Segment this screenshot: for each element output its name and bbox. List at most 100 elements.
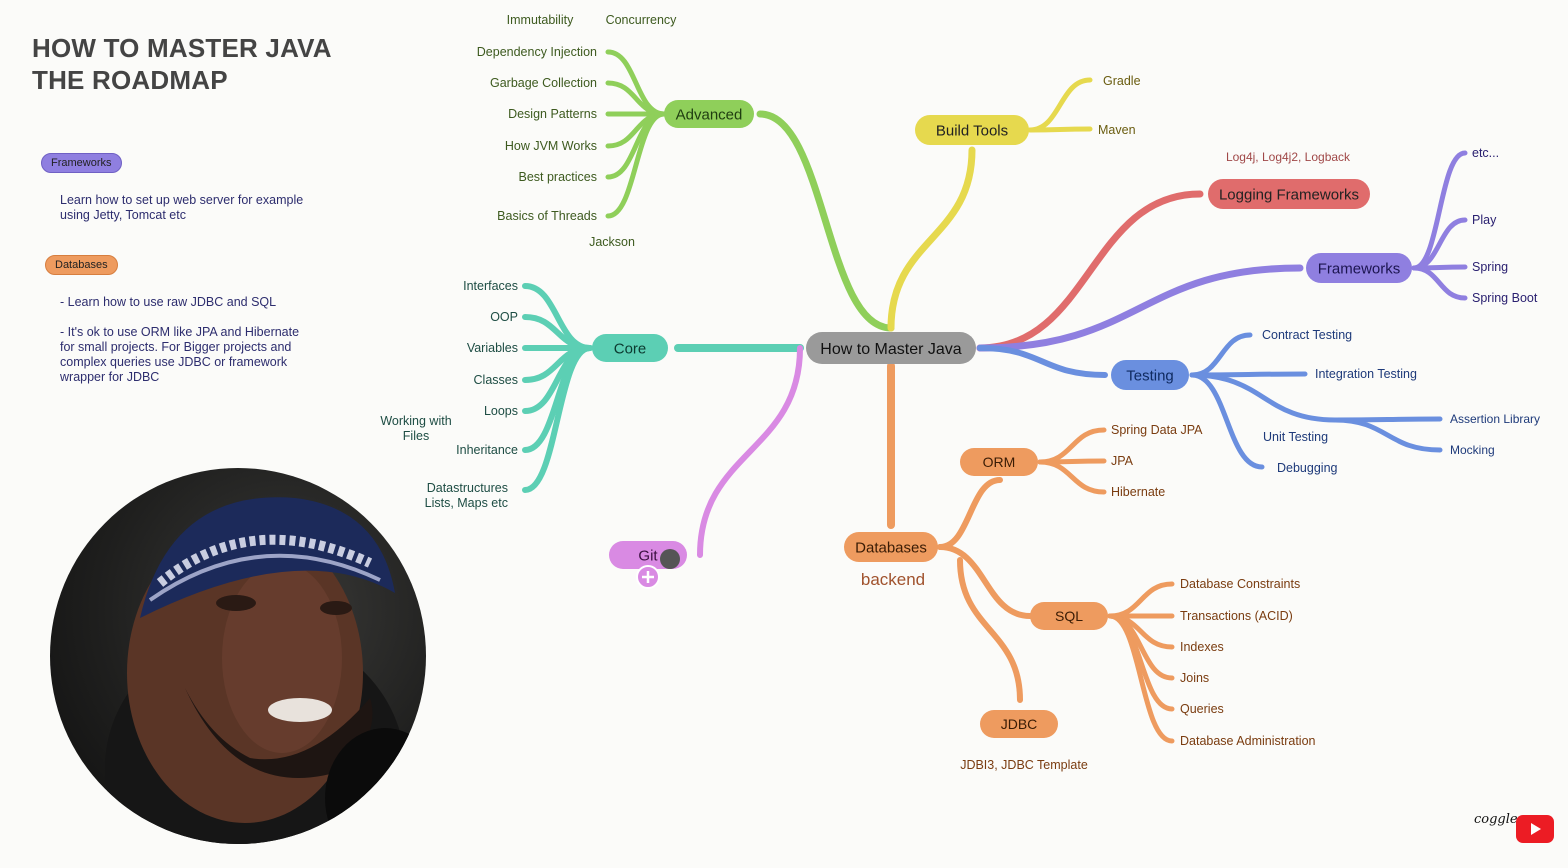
node-jdbc-label: JDBC — [1001, 716, 1038, 732]
branch-advanced — [756, 110, 895, 332]
advanced-item-design-patterns: Design Patterns — [508, 107, 597, 121]
core-working-with-files: Files — [403, 429, 429, 443]
frameworks-note-line: using Jetty, Tomcat etc — [60, 208, 186, 222]
node-advanced-label: Advanced — [676, 106, 743, 123]
core-item-oop: OOP — [490, 310, 518, 324]
node-core[interactable]: Core — [592, 334, 668, 362]
node-core-shape — [592, 334, 668, 362]
branch-build-tools — [887, 146, 976, 332]
databases-caption-backend: backend — [861, 570, 925, 589]
frameworks-tag: Frameworks — [41, 153, 122, 173]
branch-orm-hibernate — [1037, 459, 1107, 495]
page-title: HOW TO MASTER JAVA THE ROADMAP — [32, 32, 332, 96]
branch-sql — [937, 544, 1033, 619]
framework-etc: etc... — [1472, 146, 1499, 160]
branch-orm — [937, 477, 1003, 550]
jdbc-note: JDBI3, JDBC Template — [960, 758, 1088, 772]
sql-joins: Joins — [1180, 671, 1209, 685]
node-testing[interactable]: Testing — [1111, 360, 1189, 390]
node-build-tools-label: Build Tools — [936, 122, 1008, 139]
branch-logging — [976, 190, 1204, 352]
frameworks-note-line: Learn how to set up web server for examp… — [60, 193, 304, 207]
build-tool-maven: Maven — [1098, 123, 1136, 137]
orm-jpa: JPA — [1111, 454, 1134, 468]
hand-cursor-icon — [660, 549, 680, 569]
core-item-inheritance: Inheritance — [456, 443, 518, 457]
label-concurrency: Concurrency — [606, 13, 678, 27]
node-orm[interactable]: ORM — [960, 448, 1038, 476]
sql-transactions-acid: Transactions (ACID) — [1180, 609, 1293, 623]
testing-debugging: Debugging — [1277, 461, 1338, 475]
node-advanced[interactable]: Advanced — [664, 100, 754, 128]
branch-fw-etc — [1411, 150, 1468, 271]
core-item-datastructures: Datastructures — [427, 481, 508, 495]
core-item-interfaces: Interfaces — [463, 279, 518, 293]
node-sql-shape — [1030, 602, 1108, 630]
advanced-item-garbage-collection: Garbage Collection — [490, 76, 597, 90]
node-sql-label: SQL — [1055, 608, 1083, 624]
advanced-item-dependency-injection: Dependency Injection — [477, 45, 597, 59]
node-build-tools-shape — [915, 115, 1029, 145]
databases-note-line: - It's ok to use ORM like JPA and Hibern… — [60, 325, 300, 339]
core-working-with-files: Working with — [380, 414, 451, 428]
branch-testing — [977, 345, 1108, 378]
plus-icon-glyph — [642, 571, 654, 583]
mindmap-branches — [522, 49, 1468, 744]
build-tool-gradle: Gradle — [1103, 74, 1141, 88]
core-item-loops: Loops — [484, 404, 518, 418]
branch-gradle — [1027, 77, 1093, 133]
node-frameworks-shape — [1306, 253, 1412, 283]
node-sql[interactable]: SQL — [1030, 602, 1108, 630]
branch-fw-spring-boot — [1411, 265, 1468, 301]
advanced-item-basics-of-threads: Basics of Threads — [497, 209, 597, 223]
advanced-item-how-jvm-works: How JVM Works — [505, 139, 597, 153]
node-frameworks[interactable]: Frameworks — [1306, 253, 1412, 283]
branch-advanced-basics-of-threads — [605, 111, 667, 219]
branch-core-item-6 — [522, 345, 593, 493]
node-testing-shape — [1111, 360, 1189, 390]
core-item-classes: Classes — [474, 373, 518, 387]
databases-note-line: for small projects. For Bigger projects … — [60, 340, 292, 354]
node-orm-shape — [960, 448, 1038, 476]
node-jdbc-shape — [980, 710, 1058, 738]
node-testing-label: Testing — [1126, 367, 1174, 384]
branch-testing-debugging — [1189, 372, 1265, 470]
testing-integration: Integration Testing — [1315, 367, 1417, 381]
branch-maven — [1027, 126, 1093, 133]
databases-note-line: - Learn how to use raw JDBC and SQL — [60, 295, 277, 309]
framework-play: Play — [1472, 213, 1497, 227]
node-logging-frameworks-label: Logging Frameworks — [1219, 186, 1359, 203]
label-immutability: Immutability — [507, 13, 574, 27]
sql-queries: Queries — [1180, 702, 1224, 716]
databases-note: - Learn how to use raw JDBC and SQL - It… — [60, 295, 299, 385]
node-root-how-to-master-java[interactable]: How to Master Java — [806, 332, 976, 364]
node-build-tools[interactable]: Build Tools — [915, 115, 1029, 145]
node-databases[interactable]: Databases — [844, 532, 938, 562]
node-root-how-to-master-java-label: How to Master Java — [820, 341, 961, 358]
title-line-2: THE ROADMAP — [32, 65, 228, 95]
node-core-label: Core — [614, 340, 647, 357]
node-git-label: Git — [638, 547, 658, 564]
label-jackson: Jackson — [589, 235, 635, 249]
sql-database-constraints: Database Constraints — [1180, 577, 1300, 591]
coggle-logo: coggle — [1474, 812, 1518, 827]
branch-testing-contract-testing — [1189, 332, 1253, 378]
branch-frameworks — [976, 264, 1304, 352]
youtube-play-button[interactable] — [1516, 815, 1554, 843]
title-line-1: HOW TO MASTER JAVA — [32, 33, 332, 63]
frameworks-note: Learn how to set up web server for examp… — [60, 193, 303, 223]
branch-jdbc — [957, 557, 1023, 703]
node-root-how-to-master-java-shape — [806, 332, 976, 364]
node-logging-frameworks[interactable]: Logging Frameworks — [1208, 179, 1370, 209]
orm-spring-data-jpa: Spring Data JPA — [1111, 423, 1203, 437]
logging-note: Log4j, Log4j2, Logback — [1226, 150, 1351, 164]
node-advanced-shape — [664, 100, 754, 128]
node-logging-frameworks-shape — [1208, 179, 1370, 209]
node-jdbc[interactable]: JDBC — [980, 710, 1058, 738]
testing-unit: Unit Testing — [1263, 430, 1328, 444]
unit-testing-mocking: Mocking — [1450, 443, 1495, 457]
branch-testing-unit-testing — [1189, 372, 1338, 423]
